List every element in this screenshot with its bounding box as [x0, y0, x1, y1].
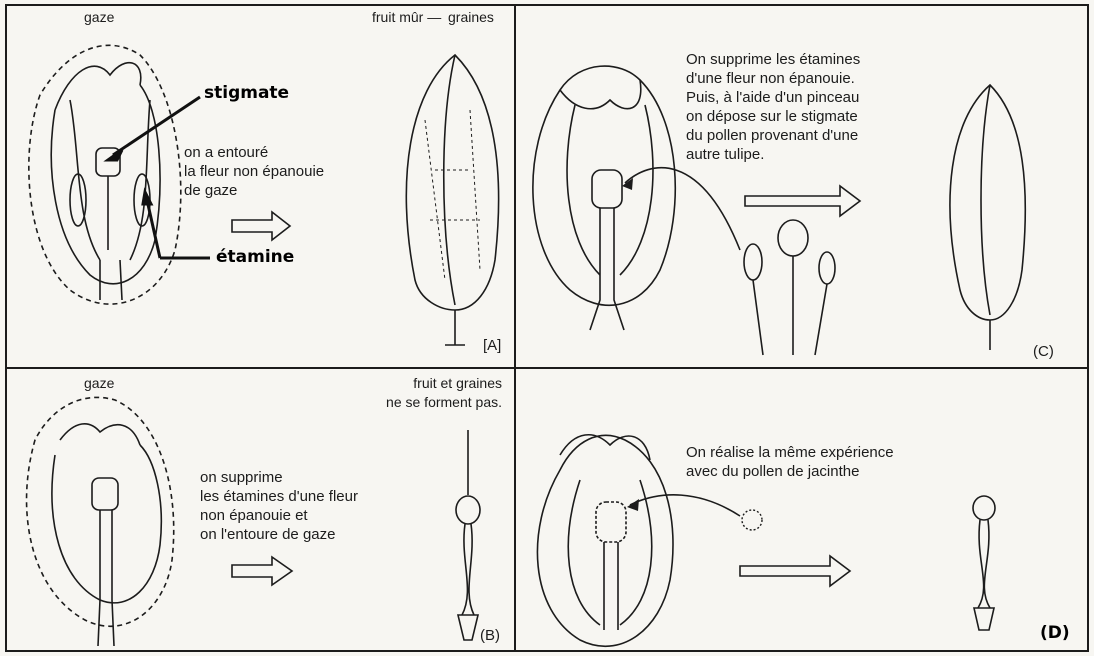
panel-a-arrow: [232, 212, 290, 240]
panel-c-fruit: [950, 85, 1025, 350]
panel-c-caption: On supprime les étamines d'une fleur non…: [686, 50, 860, 164]
panel-b-arrow: [232, 557, 292, 585]
panel-d-arrow: [740, 556, 850, 586]
panel-b-result-label: fruit et graines ne se forment pas.: [330, 374, 502, 412]
panel-a-letter: [A]: [483, 336, 501, 355]
panel-b-letter: (B): [480, 626, 500, 645]
panel-b-gaze-label: gaze: [84, 374, 114, 393]
panel-a-fruit-label: fruit mûr —: [372, 8, 441, 27]
panel-b-flower: [27, 397, 174, 646]
panel-a-flower: [29, 45, 181, 304]
panel-d-letter: (D): [1040, 624, 1070, 643]
panel-d-caption: On réalise la même expérience avec du po…: [686, 443, 894, 481]
panel-c-donor-stamens: [744, 220, 835, 355]
panel-a-ripe-fruit: [406, 55, 498, 345]
panel-a-seeds-label: graines: [448, 8, 494, 27]
panel-a-stamen-label: étamine: [216, 248, 294, 267]
panel-a-caption: on a entouré la fleur non épanouie de ga…: [184, 143, 324, 200]
panel-d-pollen-pointer: [627, 499, 639, 511]
panel-b-caption: on supprime les étamines d'une fleur non…: [200, 468, 358, 544]
panel-d-withered-stem: [973, 496, 995, 630]
panel-b-withered-stem: [456, 430, 480, 640]
outer-frame: [6, 5, 1088, 651]
hyacinth-pollen-grain: [742, 510, 762, 530]
panel-a-gaze-label: gaze: [84, 8, 114, 27]
panel-a-stigma-label: stigmate: [204, 84, 289, 103]
panel-c-letter: (C): [1033, 342, 1054, 361]
panel-c-arrow: [745, 186, 860, 216]
